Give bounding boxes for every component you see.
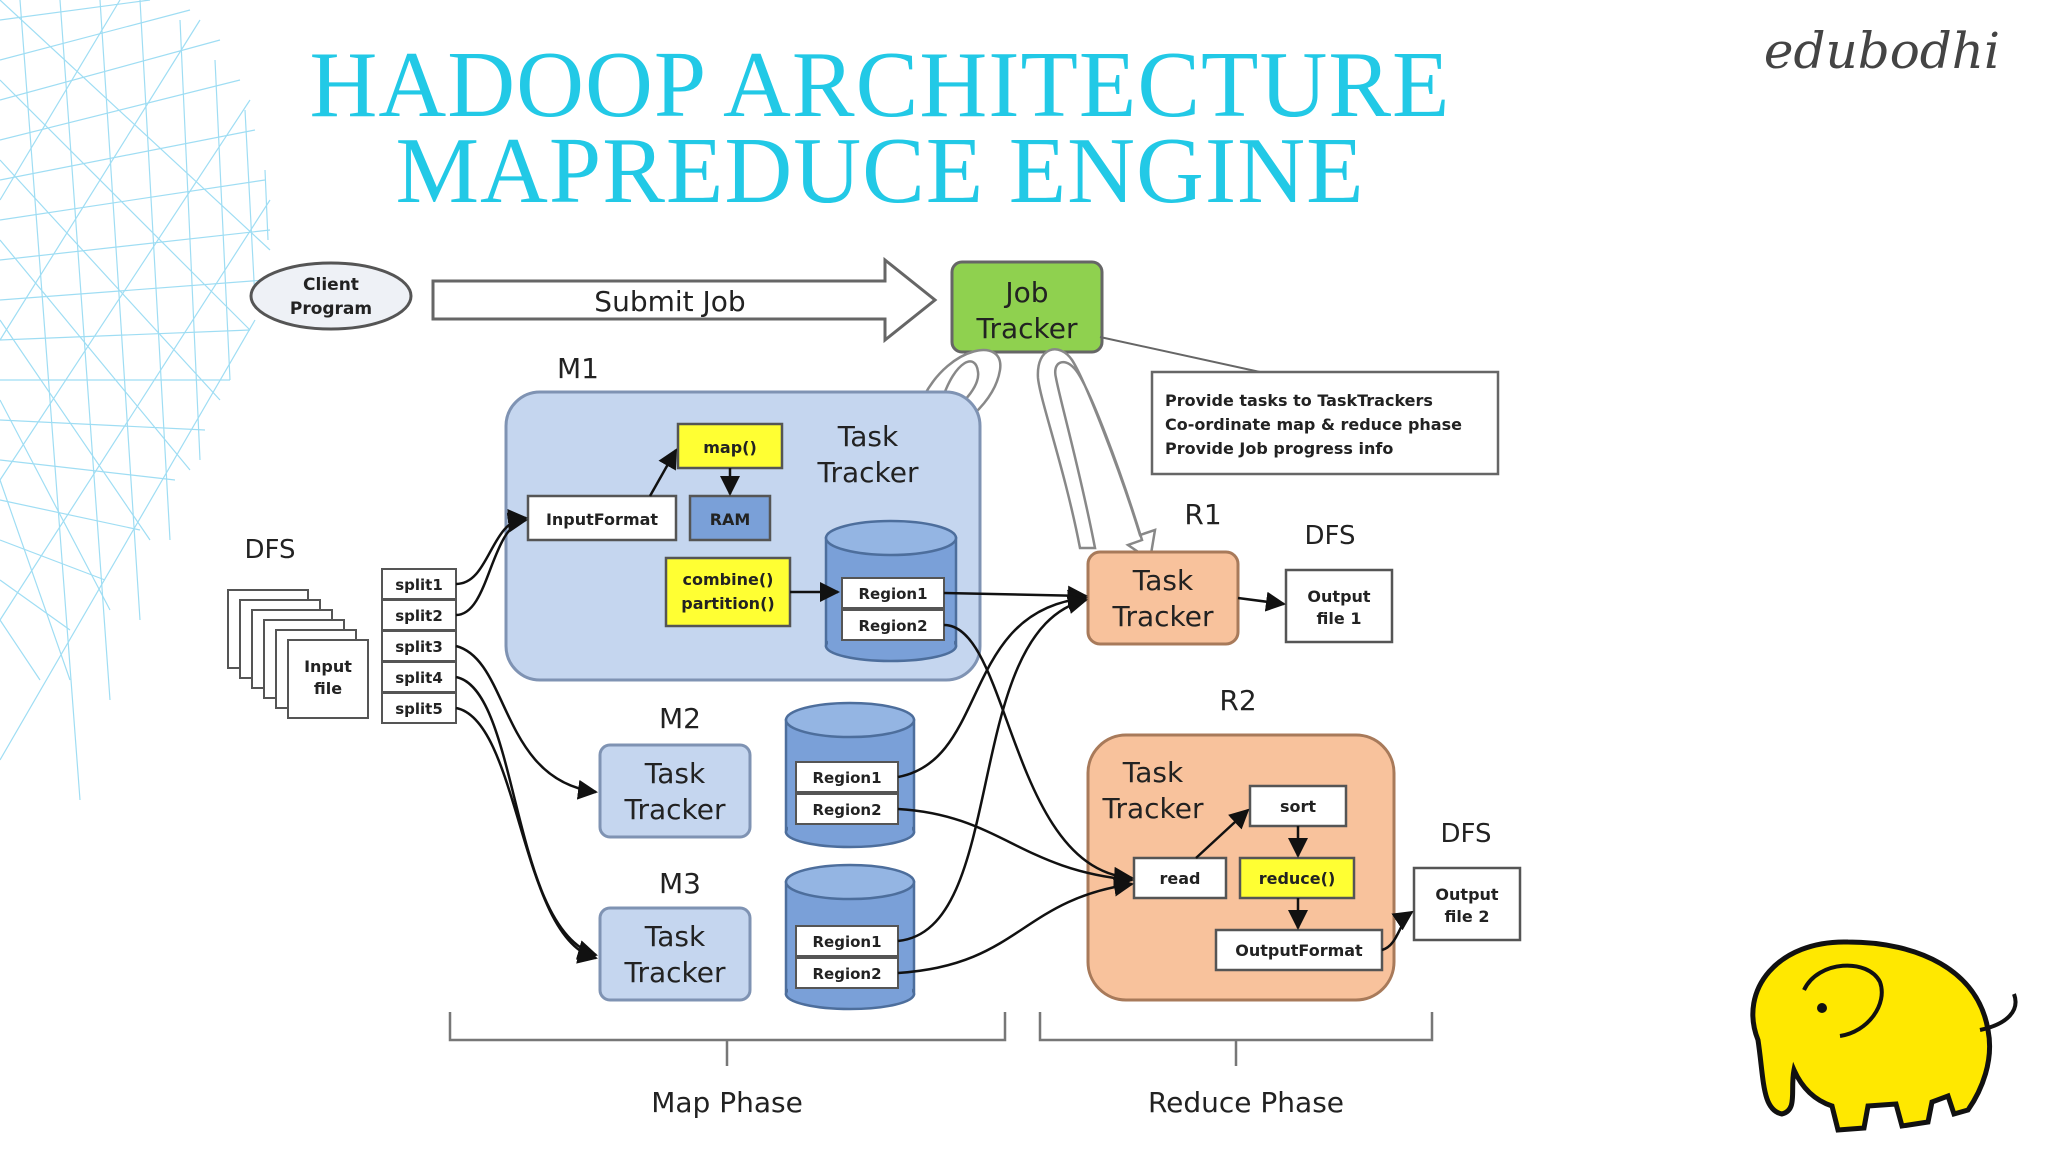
m1-task-label-1: Task (837, 420, 899, 453)
job-tracker-label-1: Job (1003, 276, 1048, 309)
client-label-2: Program (290, 299, 372, 319)
client-program-ellipse (249, 261, 413, 331)
submit-job-label: Submit Job (594, 285, 745, 318)
m1-label: M1 (557, 352, 599, 385)
r1-output-file-box (1284, 568, 1394, 644)
callout-line-1: Provide tasks to TaskTrackers (1165, 391, 1433, 410)
r2-dfs-label: DFS (1440, 819, 1491, 849)
title-line-1: HADOOP ARCHITECTURE (309, 33, 1451, 137)
r2-outputformat-box (1214, 928, 1384, 972)
r2-outputformat-label: OutputFormat (1235, 941, 1363, 960)
m1-region1-label: Region1 (858, 585, 927, 603)
m1-region1-box (841, 577, 945, 609)
dfs-input-label: DFS (244, 535, 295, 565)
r1-task-label-1: Task (1132, 564, 1194, 597)
brand-logo-text: edubodhi (1763, 22, 2000, 80)
callout-line-2: Co-ordinate map & reduce phase (1165, 415, 1462, 434)
r1-output-label-2: file 1 (1317, 609, 1362, 628)
r2-task-label-2: Tracker (1101, 792, 1203, 825)
r2-output-label-2: file 2 (1445, 907, 1490, 926)
r1-output-label-1: Output (1307, 587, 1370, 606)
reduce-phase-label: Reduce Phase (1148, 1086, 1344, 1119)
input-file-label-2: file (314, 679, 342, 698)
r2-read-to-sort-arrow (1195, 808, 1250, 859)
m1-inputformat-label: InputFormat (546, 510, 658, 529)
hadoop-elephant-logo (1750, 939, 2018, 1133)
map-phase-label: Map Phase (651, 1086, 803, 1119)
split1-label: split1 (395, 576, 443, 594)
m1-task-label-2: Tracker (816, 456, 918, 489)
m2-task-label-1: Task (644, 757, 706, 790)
r1-to-output-arrow (1237, 591, 1286, 612)
r1-task-label-2: Tracker (1111, 600, 1213, 633)
m1-map-box (676, 422, 784, 470)
r2-reduce-label: reduce() (1259, 869, 1336, 888)
r2-read-label: read (1160, 869, 1201, 888)
split3-label: split3 (395, 638, 443, 656)
client-label-1: Client (303, 275, 359, 295)
m1-inputformat-box (526, 494, 678, 542)
m1-ram-box (688, 494, 772, 542)
r2-read-box (1132, 856, 1228, 900)
callout-line-3: Provide Job progress info (1165, 439, 1393, 458)
r2-label: R2 (1219, 684, 1256, 717)
callout-pointer (1099, 336, 1290, 373)
m3-label: M3 (659, 867, 701, 900)
m1-region2-box (841, 609, 945, 641)
m3-task-label-1: Task (644, 920, 706, 953)
r2-sort-box (1248, 784, 1348, 828)
r2-sort-label: sort (1280, 797, 1316, 816)
m3-region1-label: Region1 (812, 933, 881, 951)
m1-partition-label: partition() (681, 594, 774, 613)
m1-map-label: map() (703, 438, 757, 457)
m1-combine-label: combine() (683, 570, 774, 589)
splits-column (381, 568, 457, 724)
reduce-phase-brace (1038, 1012, 1434, 1066)
input-file-label-1: Input (304, 657, 352, 676)
m1-inputformat-to-map-arrow (648, 448, 678, 497)
title-line-2: MAPREDUCE ENGINE (395, 119, 1365, 223)
callout-box (1150, 370, 1500, 476)
m3-region2-box (795, 957, 899, 989)
map-phase-brace (448, 1012, 1007, 1066)
split-connectors (455, 509, 598, 964)
m3-task-label-2: Tracker (623, 956, 725, 989)
split5-label: split5 (395, 700, 443, 718)
m1-combine-partition-box (664, 556, 792, 628)
input-file-stack (227, 589, 369, 719)
job-tracker-label-2: Tracker (975, 312, 1077, 345)
r2-output-file-box (1412, 866, 1522, 942)
m2-label: M2 (659, 702, 701, 735)
job-tracker-box (950, 260, 1104, 354)
m2-task-tracker-box (598, 743, 752, 839)
shuffle-connectors (897, 585, 1134, 975)
m2-task-label-2: Tracker (623, 793, 725, 826)
m3-region1-box (795, 925, 899, 957)
r1-dfs-label: DFS (1304, 521, 1355, 551)
r2-output-label-1: Output (1435, 885, 1498, 904)
r1-label: R1 (1184, 498, 1221, 531)
m1-ram-label: RAM (710, 510, 751, 529)
job-tracker-to-r1-uturn (1036, 348, 1157, 563)
wireframe-decoration (0, 0, 271, 801)
m1-region2-label: Region2 (858, 617, 927, 635)
m3-task-tracker-box (598, 906, 752, 1002)
m2-region2-label: Region2 (812, 801, 881, 819)
m3-region2-label: Region2 (812, 965, 881, 983)
m2-region1-label: Region1 (812, 769, 881, 787)
split2-label: split2 (395, 607, 443, 625)
r2-task-label-1: Task (1122, 756, 1184, 789)
r2-outputformat-to-output-arrow (1381, 910, 1414, 952)
submit-job-arrow (431, 256, 938, 344)
split4-label: split4 (395, 669, 443, 687)
m2-region2-box (795, 793, 899, 825)
